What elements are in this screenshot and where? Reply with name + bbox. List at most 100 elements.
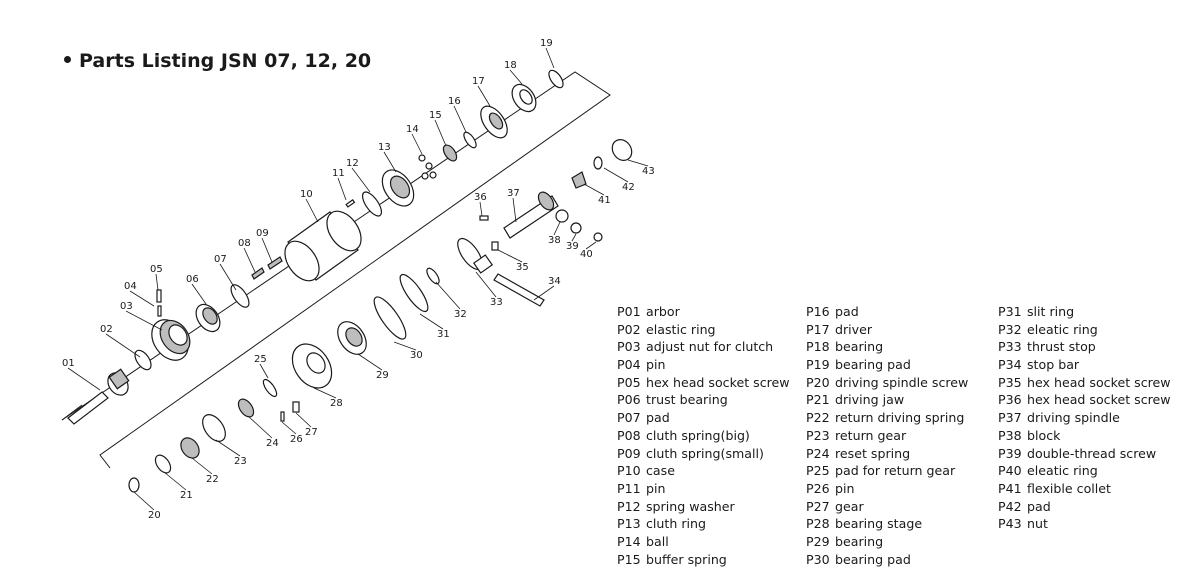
- callout-leader-line: [191, 457, 213, 475]
- callout-label: 35: [516, 262, 529, 273]
- part-28-bearing-stage: [291, 343, 333, 389]
- callout-leader-line: [585, 241, 597, 250]
- part-name: driving spindle screw: [835, 374, 969, 390]
- part-code: P23: [806, 427, 830, 443]
- part-code: P22: [806, 410, 830, 426]
- part-code: P27: [806, 498, 830, 514]
- part-code: P03: [617, 339, 641, 355]
- part-name: bearing: [835, 339, 884, 355]
- callout-label: 01: [62, 358, 75, 369]
- part-code: P12: [617, 498, 641, 514]
- part-name: hex head socket screw: [1027, 392, 1171, 408]
- part-17-driver: [480, 105, 508, 139]
- parts-list-row: P28 bearing stage: [806, 515, 968, 533]
- callout-labels: 0102030405060708091011121314151617181920…: [62, 38, 655, 521]
- part-42-pad: [593, 156, 603, 170]
- page-title-text: Parts Listing JSN 07, 12, 20: [79, 50, 372, 72]
- part-code: P41: [998, 480, 1022, 496]
- callout-leader-line: [163, 471, 187, 491]
- part-name: elastic ring: [646, 321, 716, 337]
- part-name: double-thread screw: [1027, 445, 1157, 461]
- callout-leader-line: [133, 491, 155, 511]
- part-code: P29: [806, 533, 830, 549]
- part-code: P38: [998, 427, 1022, 443]
- callout-label: 43: [642, 166, 655, 177]
- callout-leader-line: [295, 412, 312, 428]
- callout-leader-line: [105, 333, 141, 358]
- callout-label: 10: [300, 189, 313, 200]
- callout-leader-line: [479, 201, 483, 217]
- callout-label: 33: [490, 297, 503, 308]
- part-code: P06: [617, 392, 641, 408]
- part-11-pin: [345, 199, 356, 208]
- callout-leader-line: [435, 281, 461, 310]
- part-code: P28: [806, 516, 830, 532]
- part-22-return-driving-spring: [180, 437, 200, 459]
- part-01-arbor: [67, 368, 130, 425]
- part-code: P11: [617, 480, 641, 496]
- callout-label: 30: [410, 350, 423, 361]
- callout-leader-line: [129, 290, 155, 307]
- callout-leader-line: [533, 285, 555, 301]
- part-name: driver: [835, 321, 873, 337]
- callout-leader-line: [155, 273, 159, 291]
- part-name: slit ring: [1027, 304, 1075, 319]
- part-name: case: [646, 463, 675, 479]
- part-name: reset spring: [835, 445, 911, 461]
- part-code: P04: [617, 357, 641, 373]
- callout-label: 29: [376, 370, 389, 381]
- part-18-bearing: [511, 83, 537, 113]
- part-name: bearing stage: [835, 516, 923, 532]
- part-name: pad: [646, 410, 670, 426]
- part-name: eleatic ring: [1027, 321, 1098, 337]
- callout-leader-line: [509, 69, 523, 85]
- callout-label: 16: [448, 96, 461, 107]
- callout-leader-line: [125, 310, 163, 331]
- part-code: P19: [806, 357, 830, 373]
- callout-label: 37: [507, 188, 520, 199]
- part-code: P20: [806, 374, 830, 390]
- callout-label: 26: [290, 434, 303, 445]
- part-16-pad: [463, 131, 477, 149]
- callout-leader-line: [477, 85, 491, 107]
- part-name: adjust nut for clutch: [646, 339, 774, 355]
- part-name: pad: [1027, 498, 1051, 514]
- part-code: P21: [806, 392, 830, 408]
- callout-label: 15: [429, 110, 442, 121]
- callout-label: 34: [548, 276, 561, 287]
- part-02-elastic-ring: [134, 349, 152, 371]
- part-code: P18: [806, 339, 830, 355]
- part-name: bearing pad: [835, 551, 911, 567]
- part-name: pin: [835, 480, 855, 496]
- part-name: hex head socket screw: [646, 374, 790, 390]
- part-code: P40: [998, 463, 1022, 479]
- part-name: cluth spring(small): [646, 445, 764, 461]
- callout-label: 40: [580, 249, 593, 260]
- callout-leader-line: [545, 47, 555, 69]
- part-07-pad: [230, 284, 250, 308]
- callout-leader-line: [243, 247, 256, 273]
- part-25-pad-return-gear: [262, 378, 278, 398]
- callout-leader-line: [247, 415, 273, 439]
- callout-leader-line: [475, 271, 497, 298]
- callout-leader-line: [219, 263, 237, 291]
- part-29-bearing: [337, 321, 367, 355]
